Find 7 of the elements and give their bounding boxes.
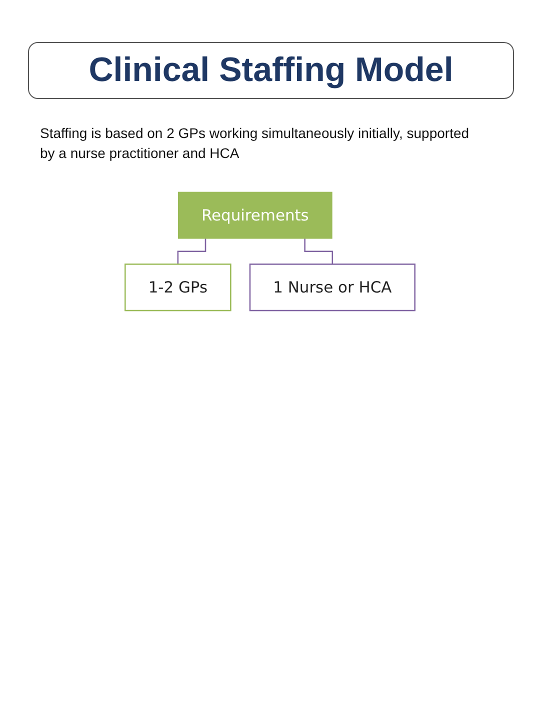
node-box: 1-2 GPs <box>124 264 232 312</box>
node-box: Requirements <box>178 192 332 239</box>
connector <box>177 238 206 265</box>
title: Clinical Staffing Model <box>28 42 514 99</box>
connector <box>304 238 334 265</box>
node-box: 1 Nurse or HCA <box>249 264 416 312</box>
description-text: Staffing is based on 2 GPs working simultaneously initially, supported by a nurse practitioner and HCA <box>40 124 470 163</box>
